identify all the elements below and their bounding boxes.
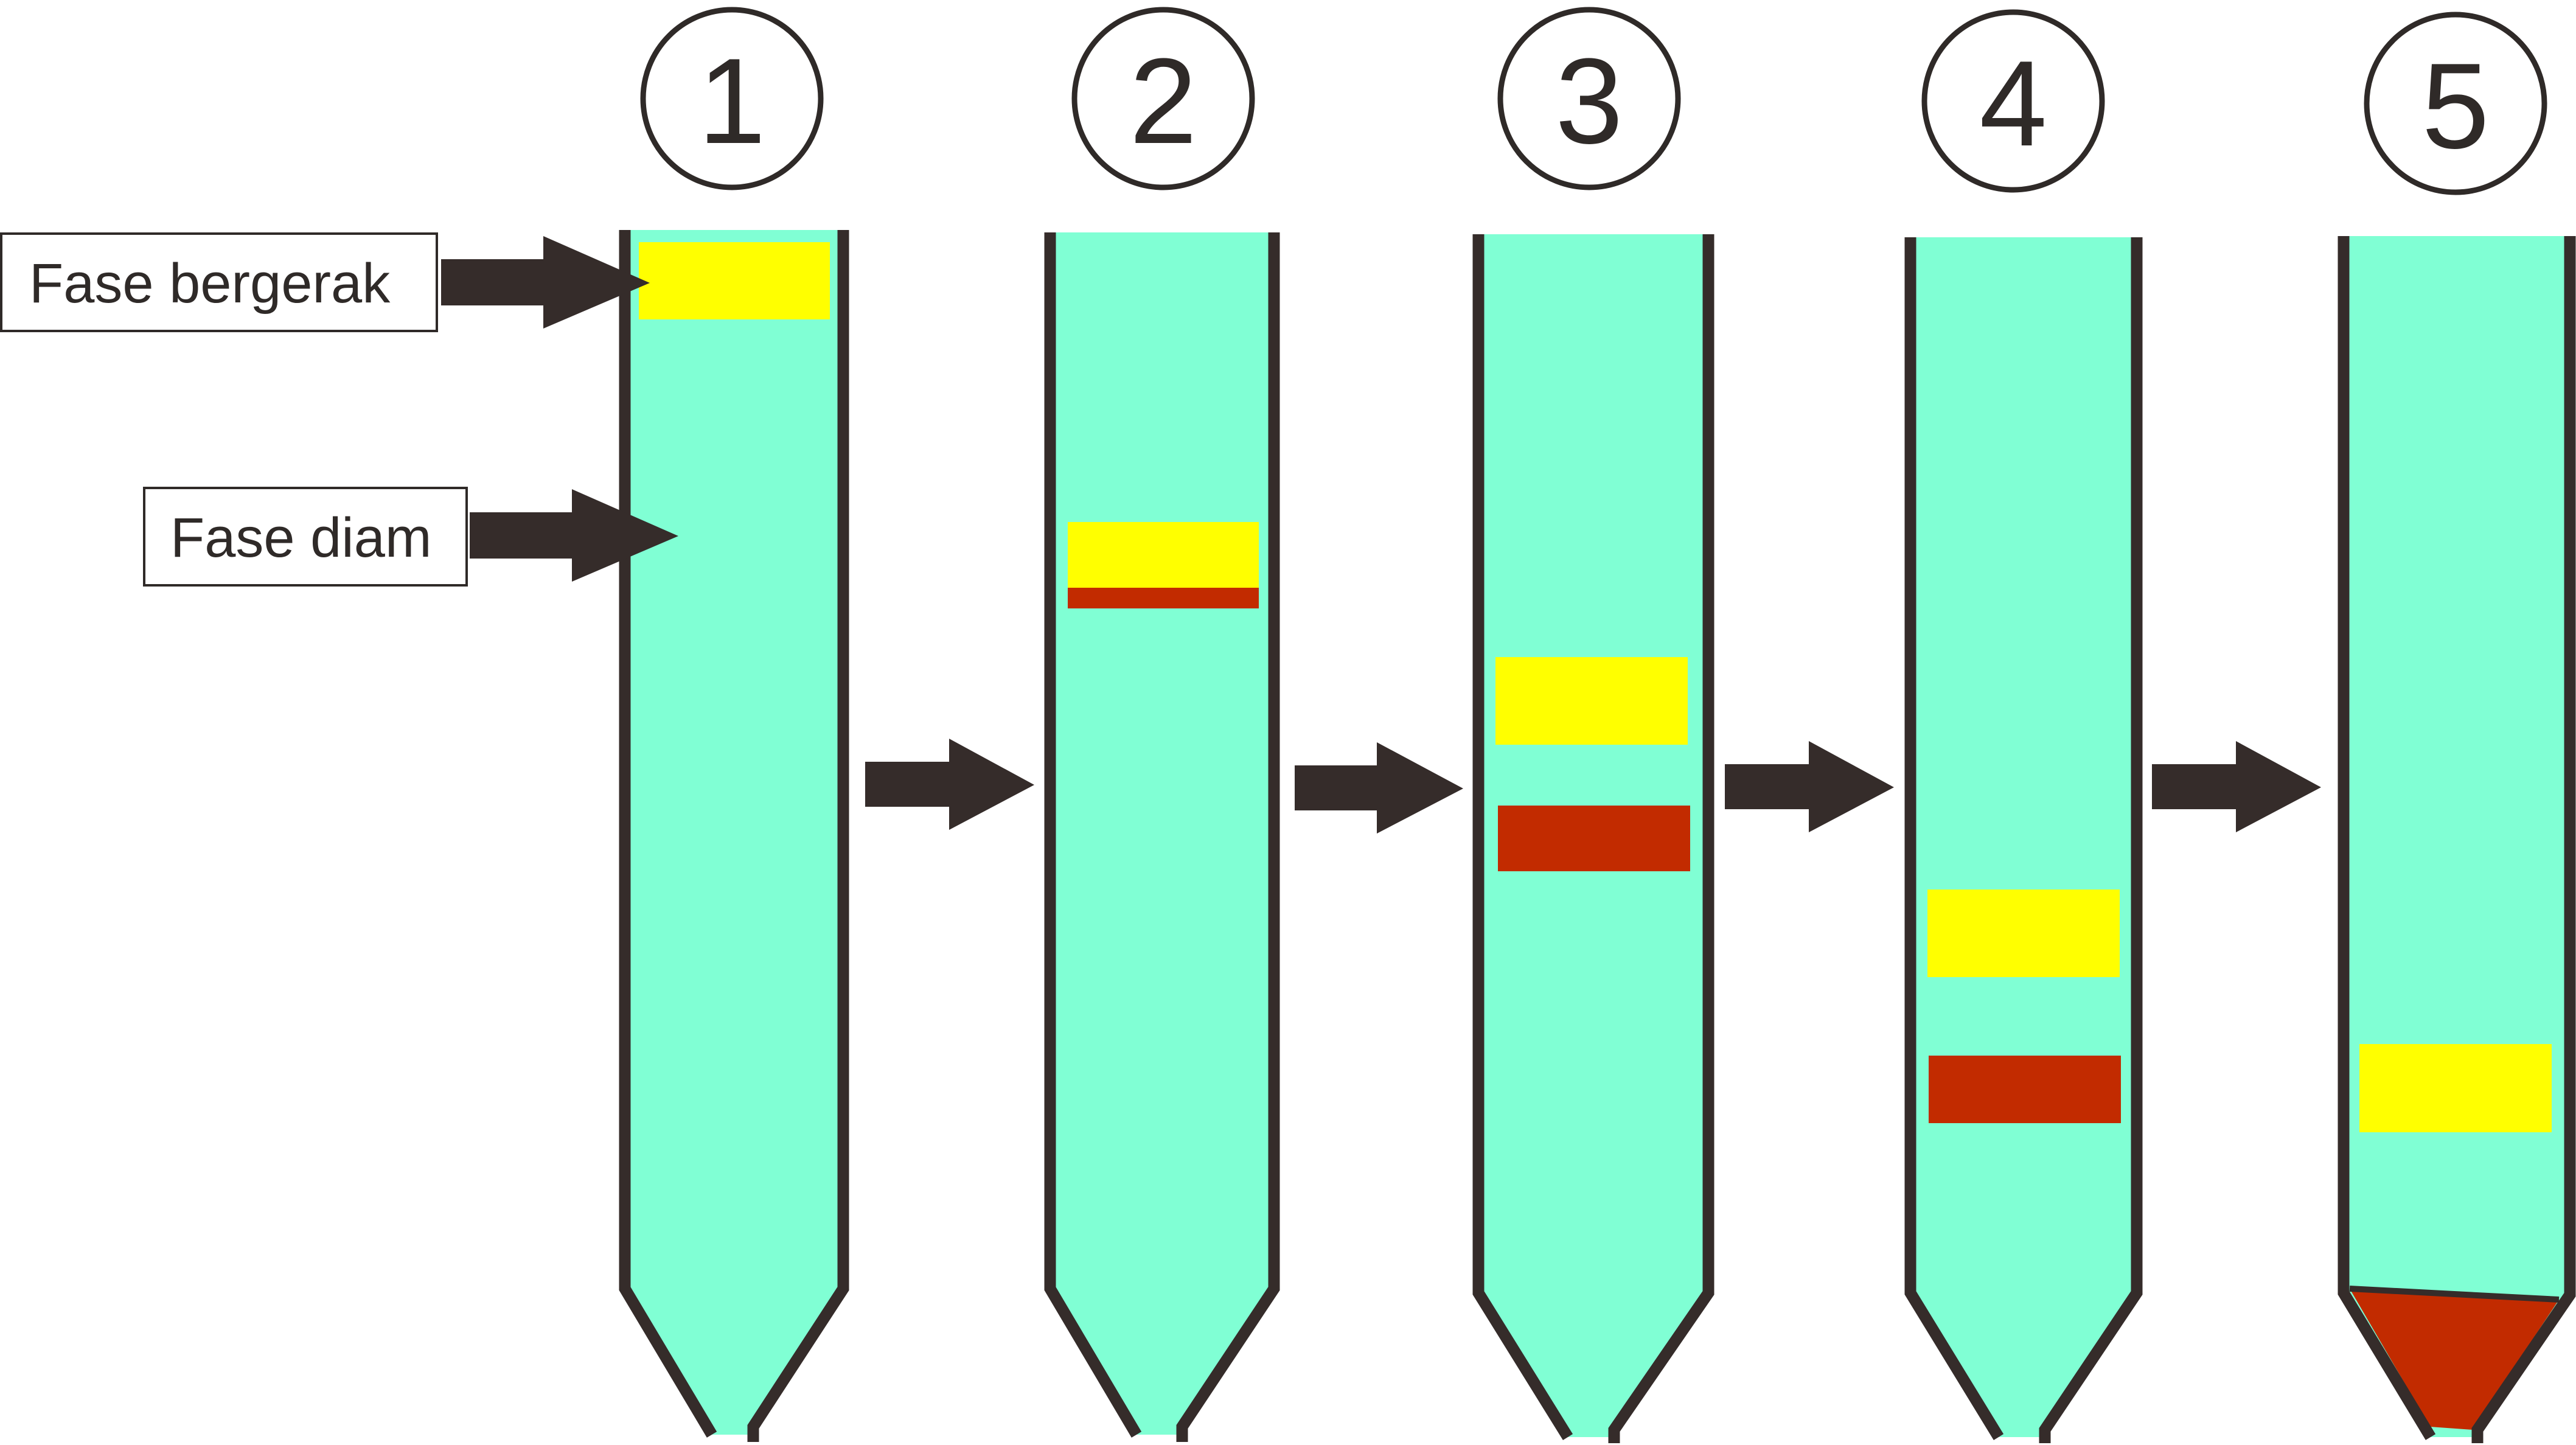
column-wall-right: [747, 230, 849, 1442]
yellow-band: [2359, 1044, 2552, 1132]
column-liquid: [1910, 237, 2137, 1437]
stationary-phase-label: Fase diam: [170, 507, 432, 569]
label-box: [143, 487, 468, 587]
column-wall-left: [2338, 236, 2436, 1440]
red-band: [1929, 1056, 2121, 1123]
red-band: [1498, 806, 1690, 871]
column-wall-right: [1608, 234, 1714, 1443]
yellow-band: [1927, 890, 2120, 977]
stationary-phase-callout: Fase diam: [143, 487, 678, 587]
column-wall-left: [619, 230, 717, 1438]
column-wall-left: [1044, 232, 1142, 1438]
yellow-band: [639, 242, 830, 319]
column-wall-right: [1176, 232, 1280, 1442]
yellow-band: [1495, 657, 1688, 745]
step-1: 1: [619, 7, 849, 1442]
step-2: 2: [1044, 7, 1280, 1442]
fraction-surface-line: [2349, 1286, 2560, 1303]
column-liquid: [2344, 236, 2572, 1437]
step-number: 4: [1979, 36, 2047, 172]
step-5: 5: [2338, 12, 2576, 1443]
red-band: [1068, 588, 1259, 608]
step-number: 1: [698, 33, 765, 169]
column-wall-right: [2039, 237, 2143, 1443]
step-number: 5: [2421, 38, 2489, 174]
collected-red-fraction: [2350, 1289, 2559, 1430]
right-arrow-icon: [1725, 741, 1894, 832]
step-number: 3: [1555, 33, 1623, 169]
right-arrow-icon: [865, 739, 1034, 830]
step-number-circle: [1497, 7, 1681, 190]
column-wall-right: [2471, 236, 2576, 1443]
right-arrow-icon: [2152, 741, 2321, 832]
column-liquid: [625, 230, 843, 1435]
label-box: [0, 232, 438, 332]
right-arrow-icon: [1295, 742, 1463, 834]
step-number-circle: [2364, 12, 2547, 195]
pointer-arrow-icon: [441, 236, 650, 329]
step-number-circle: [640, 7, 824, 190]
mobile-phase-label: Fase bergerak: [29, 252, 391, 315]
step-3: 3: [1472, 7, 1714, 1443]
column-wall-left: [1472, 234, 1573, 1441]
yellow-band: [1068, 522, 1259, 588]
mobile-phase-callout: Fase bergerak: [0, 232, 650, 332]
step-number: 2: [1129, 33, 1197, 169]
step-number-circle: [1921, 9, 2105, 193]
column-wall-left: [1904, 237, 2004, 1440]
column-liquid: [1050, 232, 1274, 1435]
step-4: 4: [1904, 9, 2143, 1443]
pointer-arrow-icon: [470, 489, 678, 582]
step-number-circle: [1071, 7, 1255, 190]
